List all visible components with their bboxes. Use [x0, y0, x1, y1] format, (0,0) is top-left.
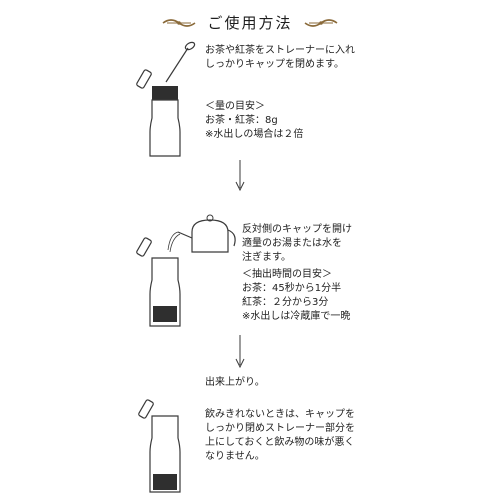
ornament-left-icon — [163, 18, 196, 27]
step1-line-1: お茶や紅茶をストレーナーに入れ — [205, 45, 355, 56]
ornament-right-icon — [304, 18, 337, 27]
step1-illustration — [130, 40, 200, 160]
step1-guide: ＜量の目安＞ お茶・紅茶：8g ※水出しの場合は２倍 — [205, 100, 303, 142]
step2-guide: ＜抽出時間の目安＞ お茶：45秒から1分半 紅茶：２分から3分 ※水出しは冷蔵庫… — [242, 268, 350, 324]
bottle-spoon-icon — [136, 41, 196, 157]
step2-guide-heading: ＜抽出時間の目安＞ — [242, 269, 332, 280]
step2-line-1: 反対側のキャップを開け — [242, 224, 352, 235]
step1-guide-line: お茶・紅茶：8g — [205, 115, 278, 126]
down-arrow-icon — [235, 160, 245, 192]
step4-line-4: なりません。 — [205, 451, 265, 462]
step4-line-1: 飲みきれないときは、キャップを — [205, 409, 355, 420]
step2-instruction: 反対側のキャップを開け 適量のお湯または水を 注ぎます。 — [242, 223, 352, 265]
step1-instruction: お茶や紅茶をストレーナーに入れ しっかりキャップを閉めます。 — [205, 44, 355, 72]
step2-line-2: 適量のお湯または水を — [242, 238, 342, 249]
step4-illustration — [130, 392, 200, 500]
step4-line-3: 上にしておくと飲み物の味が悪く — [205, 437, 355, 448]
step1-guide-line: ※水出しの場合は２倍 — [205, 129, 304, 140]
step3-instruction: 出来上がり。 — [205, 376, 265, 390]
step4-instruction: 飲みきれないときは、キャップを しっかり閉めストレーナー部分を 上にしておくと飲… — [205, 408, 355, 464]
page-title: ご使用方法 — [207, 14, 293, 32]
step2-guide-line: 紅茶：２分から3分 — [242, 297, 329, 308]
kettle-pour-icon — [136, 214, 236, 327]
step1-line-2: しっかりキャップを閉めます。 — [205, 59, 344, 70]
down-arrow-icon — [235, 335, 245, 369]
step2-guide-line: ※水出しは冷蔵庫で一晩 — [242, 311, 351, 322]
step3-line-1: 出来上がり。 — [205, 377, 265, 388]
step2-illustration — [130, 210, 240, 330]
step4-line-2: しっかり閉めストレーナー部分を — [205, 423, 355, 434]
page-title-row: ご使用方法 — [0, 12, 500, 33]
step1-guide-heading: ＜量の目安＞ — [205, 101, 265, 112]
step2-guide-line: お茶：45秒から1分半 — [242, 283, 342, 294]
step2-line-3: 注ぎます。 — [242, 252, 291, 263]
bottle-closed-icon — [138, 399, 181, 493]
